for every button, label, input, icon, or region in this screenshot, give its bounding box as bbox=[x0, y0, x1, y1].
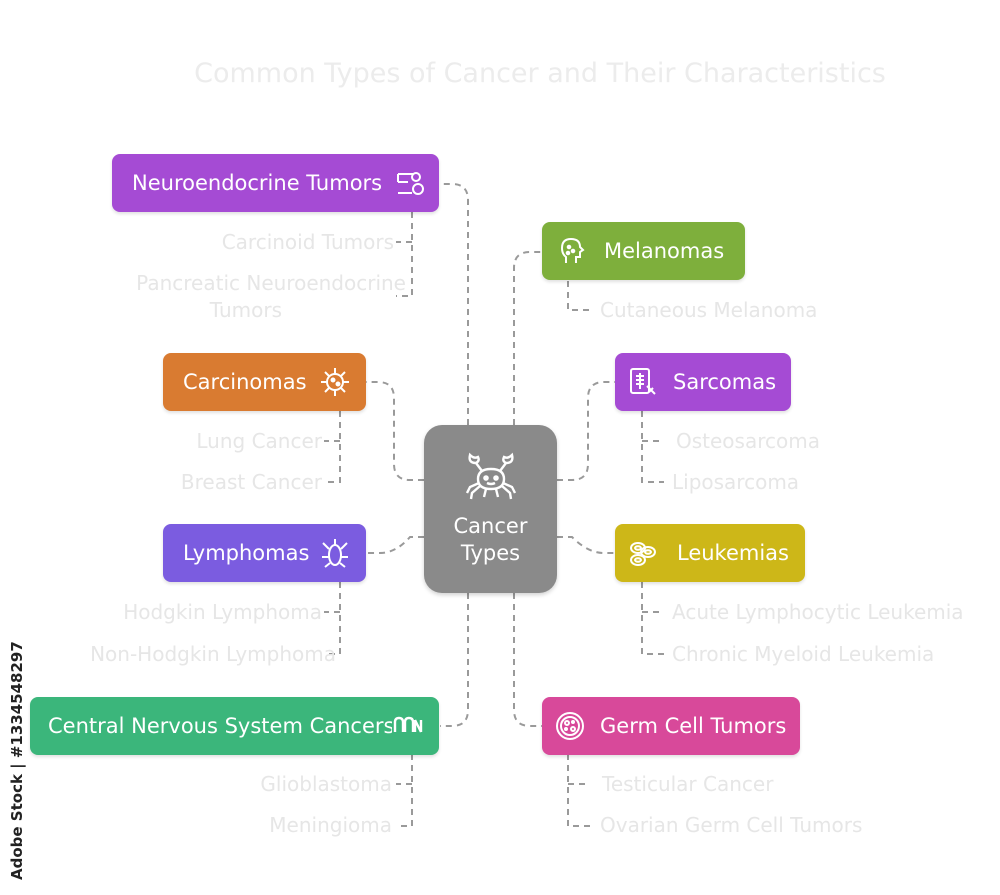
xray-icon bbox=[627, 366, 659, 398]
petri-dish-icon bbox=[554, 710, 586, 742]
node-leukemias: Leukemias bbox=[615, 524, 805, 582]
center-node-cancer-types: Cancer Types bbox=[424, 425, 557, 593]
sub-item-acute-lymphocytic-leukemia: Acute Lymphocytic Leukemia bbox=[672, 600, 964, 624]
node-label: Sarcomas bbox=[673, 370, 777, 394]
node-carcinomas: Carcinomas bbox=[163, 353, 366, 411]
center-label: Cancer Types bbox=[453, 514, 528, 565]
node-label: Leukemias bbox=[677, 541, 789, 565]
node-melanomas: Melanomas bbox=[542, 222, 745, 280]
sub-item-pancreatic-neuroendocrine-tumors: Tumors bbox=[209, 298, 282, 322]
head-spots-icon bbox=[556, 235, 588, 267]
sub-item-pancreatic-neuroendocrine: Pancreatic Neuroendocrine bbox=[136, 271, 406, 295]
sub-item-testicular-cancer: Testicular Cancer bbox=[602, 772, 774, 796]
node-label: Neuroendocrine Tumors bbox=[132, 171, 383, 195]
sub-item-cutaneous-melanoma: Cutaneous Melanoma bbox=[600, 298, 818, 322]
diagram-title: Common Types of Cancer and Their Charact… bbox=[194, 58, 886, 89]
sub-item-glioblastoma: Glioblastoma bbox=[260, 772, 392, 796]
brain-icon bbox=[392, 710, 424, 742]
sub-item-liposarcoma: Liposarcoma bbox=[672, 470, 800, 494]
node-neuroendocrine-tumors: Neuroendocrine Tumors bbox=[112, 154, 439, 212]
crab-icon bbox=[462, 449, 520, 507]
cells-icon bbox=[394, 167, 426, 199]
sub-item-breast-cancer: Breast Cancer bbox=[180, 470, 322, 494]
lymph-node-icon bbox=[319, 537, 351, 569]
watermark-text: Adobe Stock | #1334548297 bbox=[8, 641, 26, 880]
sub-item-lung-cancer: Lung Cancer bbox=[196, 429, 322, 453]
node-label: Carcinomas bbox=[183, 370, 307, 394]
node-germ-cell-tumors: Germ Cell Tumors bbox=[542, 697, 800, 755]
node-sarcomas: Sarcomas bbox=[615, 353, 791, 411]
node-lymphomas: Lymphomas bbox=[163, 524, 366, 582]
sub-item-meningioma: Meningioma bbox=[269, 813, 392, 837]
sub-item-hodgkin-lymphoma: Hodgkin Lymphoma bbox=[123, 600, 322, 624]
node-label: Germ Cell Tumors bbox=[600, 714, 787, 738]
node-label: Melanomas bbox=[604, 239, 725, 263]
sub-item-chronic-myeloid-leukemia: Chronic Myeloid Leukemia bbox=[672, 642, 935, 666]
sub-item-osteosarcoma: Osteosarcoma bbox=[676, 429, 820, 453]
node-label: Lymphomas bbox=[183, 541, 310, 565]
node-central-nervous-system-cancers: Central Nervous System Cancers bbox=[30, 697, 439, 755]
blood-cells-icon bbox=[627, 537, 659, 569]
virus-icon bbox=[319, 366, 351, 398]
node-label: Central Nervous System Cancers bbox=[48, 714, 395, 738]
sub-item-non-hodgkin-lymphoma: Non-Hodgkin Lymphoma bbox=[90, 642, 336, 666]
sub-item-ovarian-germ-cell-tumors: Ovarian Germ Cell Tumors bbox=[600, 813, 863, 837]
sub-item-carcinoid-tumors: Carcinoid Tumors bbox=[221, 230, 394, 254]
